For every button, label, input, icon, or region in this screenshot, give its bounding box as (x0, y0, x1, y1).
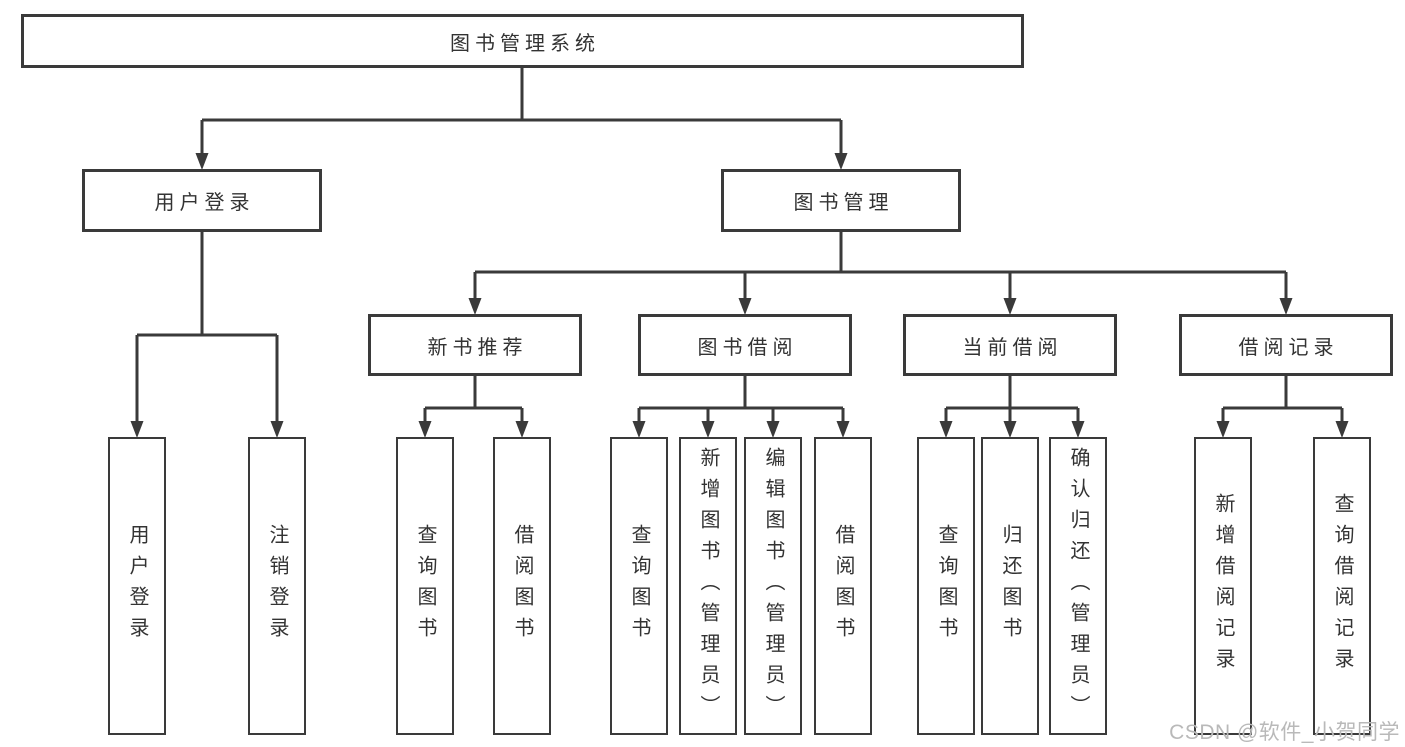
node-new-book-recommend: 新书推荐 (368, 314, 582, 376)
node-user-login: 用户登录 (82, 169, 322, 232)
node-new-book-recommend-label: 新书推荐 (427, 336, 528, 359)
leaf-logout: 注销登录 (248, 437, 306, 735)
leaf-edit-books-admin-label: 编辑图书（管理员） (762, 446, 784, 726)
leaf-user-login-label: 用户登录 (126, 524, 148, 648)
leaf-confirm-return-admin-label: 确认归还（管理员） (1067, 446, 1089, 726)
leaf-query-borrow-record-label: 查询借阅记录 (1331, 493, 1353, 679)
node-book-borrow-label: 图书借阅 (697, 336, 798, 359)
leaf-borrow-books-label: 借阅图书 (832, 524, 854, 648)
leaf-return-books: 归还图书 (981, 437, 1039, 735)
leaf-user-login: 用户登录 (108, 437, 166, 735)
leaf-current-query-books-label: 查询图书 (935, 524, 957, 648)
leaf-recommend-borrow-books: 借阅图书 (493, 437, 551, 735)
node-borrow-records-label: 借阅记录 (1238, 336, 1339, 359)
leaf-edit-books-admin: 编辑图书（管理员） (744, 437, 802, 735)
node-book-management: 图书管理 (721, 169, 961, 232)
leaf-add-borrow-record: 新增借阅记录 (1194, 437, 1252, 735)
leaf-recommend-query-books: 查询图书 (396, 437, 454, 735)
leaf-borrow-query-books-label: 查询图书 (628, 524, 650, 648)
leaf-add-books-admin: 新增图书（管理员） (679, 437, 737, 735)
node-borrow-records: 借阅记录 (1179, 314, 1393, 376)
leaf-borrow-query-books: 查询图书 (610, 437, 668, 735)
node-root-label: 图书管理系统 (450, 32, 600, 55)
leaf-borrow-books: 借阅图书 (814, 437, 872, 735)
leaf-confirm-return-admin: 确认归还（管理员） (1049, 437, 1107, 735)
leaf-add-books-admin-label: 新增图书（管理员） (697, 446, 719, 726)
node-current-borrow-label: 当前借阅 (962, 336, 1063, 359)
leaf-return-books-label: 归还图书 (999, 524, 1021, 648)
leaf-recommend-query-books-label: 查询图书 (414, 524, 436, 648)
node-user-login-label: 用户登录 (154, 192, 255, 214)
leaf-logout-label: 注销登录 (266, 524, 288, 648)
node-root-system: 图书管理系统 (21, 14, 1024, 68)
leaf-query-borrow-record: 查询借阅记录 (1313, 437, 1371, 735)
csdn-watermark: CSDN @软件_小贺同学 (1169, 721, 1400, 744)
node-book-borrow: 图书借阅 (638, 314, 852, 376)
leaf-current-query-books: 查询图书 (917, 437, 975, 735)
leaf-add-borrow-record-label: 新增借阅记录 (1212, 493, 1234, 679)
node-current-borrow: 当前借阅 (903, 314, 1117, 376)
leaf-recommend-borrow-books-label: 借阅图书 (511, 524, 533, 648)
node-book-management-label: 图书管理 (793, 192, 894, 214)
